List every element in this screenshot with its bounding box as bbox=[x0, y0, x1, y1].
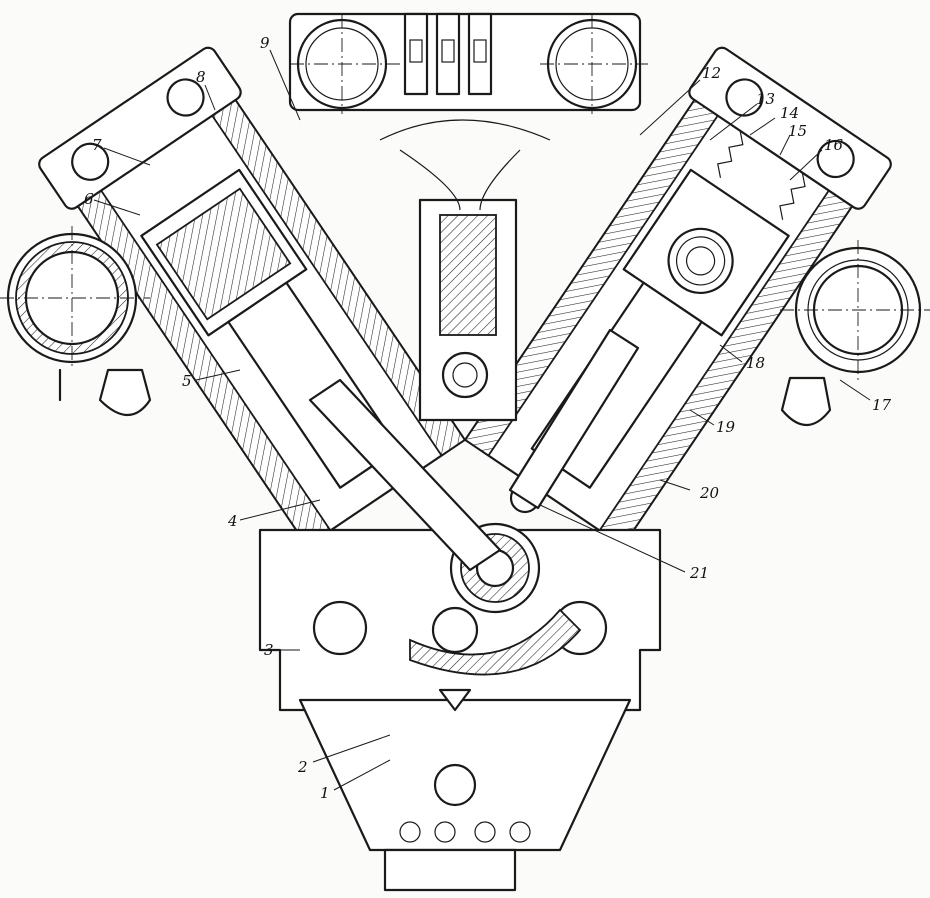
left-cylinder-bank bbox=[38, 46, 466, 548]
callout-13: 13 bbox=[756, 90, 775, 108]
callout-2: 2 bbox=[297, 758, 308, 776]
callout-21: 21 bbox=[689, 564, 709, 582]
callout-6: 6 bbox=[84, 190, 94, 208]
fuel-pump bbox=[379, 119, 551, 422]
callout-9: 9 bbox=[260, 34, 270, 52]
callout-labels: 1 2 3 4 5 6 7 8 9 12 13 14 15 16 17 18 1… bbox=[84, 34, 892, 802]
right-air-manifold bbox=[780, 240, 930, 426]
oil-sump bbox=[298, 688, 632, 892]
callout-8: 8 bbox=[196, 68, 206, 86]
top-manifold bbox=[288, 12, 648, 114]
callout-3: 3 bbox=[264, 641, 274, 659]
left-air-manifold bbox=[0, 226, 152, 416]
callout-4: 4 bbox=[227, 512, 238, 530]
callout-7: 7 bbox=[92, 136, 102, 154]
callout-20: 20 bbox=[699, 484, 720, 502]
callout-18: 18 bbox=[746, 354, 765, 372]
crankcase bbox=[258, 482, 662, 742]
callout-leaders bbox=[93, 49, 871, 791]
callout-1: 1 bbox=[320, 784, 330, 802]
connecting-rods bbox=[308, 328, 640, 572]
callout-16: 16 bbox=[824, 136, 844, 154]
callout-14: 14 bbox=[780, 104, 799, 122]
callout-17: 17 bbox=[872, 396, 892, 414]
callout-19: 19 bbox=[716, 418, 736, 436]
callout-5: 5 bbox=[182, 372, 192, 390]
callout-12: 12 bbox=[702, 64, 721, 82]
callout-15: 15 bbox=[788, 122, 807, 140]
